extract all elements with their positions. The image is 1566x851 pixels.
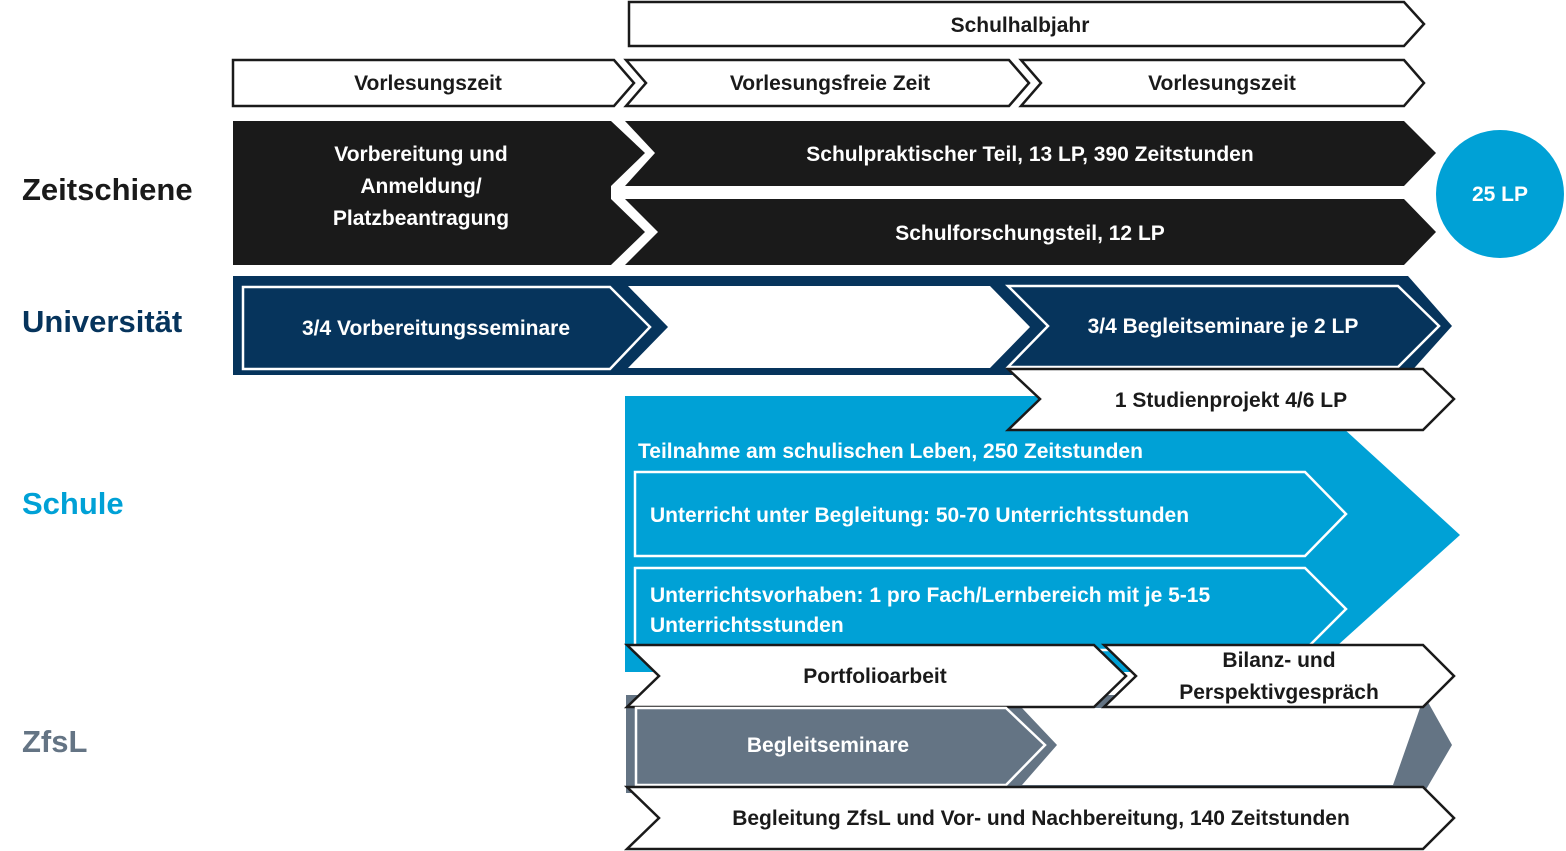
total-lp-label: 25 LP — [1472, 183, 1528, 206]
teilnahme-label: Teilnahme am schulischen Leben, 250 Zeit… — [638, 440, 1143, 463]
begleitseminare-uni-label: 3/4 Begleitseminare je 2 LP — [1088, 315, 1359, 338]
begleitung-zfsl-label: Begleitung ZfsL und Vor- und Nachbereitu… — [732, 807, 1350, 830]
vorlesungszeit-1-label: Vorlesungszeit — [354, 72, 502, 95]
begleitung-zfsl-arrow: Begleitung ZfsL und Vor- und Nachbereitu… — [623, 785, 1456, 851]
vorbereitung-line2: Anmeldung/ — [360, 175, 481, 198]
vorbereitungsseminare-label: 3/4 Vorbereitungsseminare — [302, 317, 570, 340]
studienprojekt-arrow: 1 Studienprojekt 4/6 LP — [1004, 367, 1456, 432]
schulforschungsteil-label: Schulforschungsteil, 12 LP — [895, 222, 1165, 245]
vorlesungszeit-1-arrow: Vorlesungszeit — [231, 58, 636, 108]
vorbereitung-block: Vorbereitung und Anmeldung/ Platzbeantra… — [233, 121, 645, 265]
bilanz-line2: Perspektivgespräch — [1179, 681, 1379, 704]
vorbereitung-line1: Vorbereitung und — [334, 143, 507, 166]
portfolioarbeit-arrow: Portfolioarbeit — [623, 643, 1128, 709]
row-label-zfsl: ZfsL — [22, 724, 88, 759]
schulhalbjahr-arrow: Schulhalbjahr — [627, 0, 1426, 48]
portfolioarbeit-label: Portfolioarbeit — [803, 665, 947, 688]
vorlesungsfreie-zeit-arrow: Vorlesungsfreie Zeit — [623, 58, 1031, 108]
row-label-schule: Schule — [22, 486, 124, 521]
unterricht-arrow: Unterricht unter Begleitung: 50-70 Unter… — [633, 470, 1348, 558]
vorbereitungsseminare-arrow: 3/4 Vorbereitungsseminare — [241, 285, 652, 371]
schulhalbjahr-label: Schulhalbjahr — [951, 14, 1090, 37]
vorlesungsfreie-zeit-label: Vorlesungsfreie Zeit — [730, 72, 930, 95]
zfsl-gap — [1022, 708, 1420, 785]
begleitseminare-uni-arrow: 3/4 Begleitseminare je 2 LP — [1004, 284, 1441, 369]
schulforschungsteil-arrow: Schulforschungsteil, 12 LP — [625, 199, 1436, 265]
schulpraktischer-teil-label: Schulpraktischer Teil, 13 LP, 390 Zeitst… — [806, 143, 1253, 166]
row-label-zeitschiene: Zeitschiene — [22, 172, 193, 207]
vorlesungszeit-2-arrow: Vorlesungszeit — [1018, 58, 1426, 108]
total-lp-circle: 25 LP — [1436, 130, 1564, 258]
unterricht-label: Unterricht unter Begleitung: 50-70 Unter… — [650, 504, 1189, 527]
schulpraktischer-teil-arrow: Schulpraktischer Teil, 13 LP, 390 Zeitst… — [625, 121, 1436, 186]
begleitseminare-zfsl-arrow: Begleitseminare — [634, 706, 1047, 787]
bilanz-arrow: Bilanz- und Perspektivgespräch — [1100, 643, 1456, 709]
row-label-universitaet: Universität — [22, 304, 183, 339]
vorbereitung-line3: Platzbeantragung — [333, 207, 509, 230]
unterrichtsvorhaben-line2: Unterrichtsstunden — [650, 614, 844, 637]
unterrichtsvorhaben-arrow: Unterrichtsvorhaben: 1 pro Fach/Lernbere… — [633, 566, 1348, 652]
begleitseminare-zfsl-label: Begleitseminare — [747, 734, 909, 757]
bilanz-line1: Bilanz- und — [1222, 649, 1335, 672]
universitaet-gap — [628, 286, 1030, 368]
studienprojekt-label: 1 Studienprojekt 4/6 LP — [1115, 389, 1347, 412]
vorlesungszeit-2-label: Vorlesungszeit — [1148, 72, 1296, 95]
unterrichtsvorhaben-line1: Unterrichtsvorhaben: 1 pro Fach/Lernbere… — [650, 584, 1210, 607]
